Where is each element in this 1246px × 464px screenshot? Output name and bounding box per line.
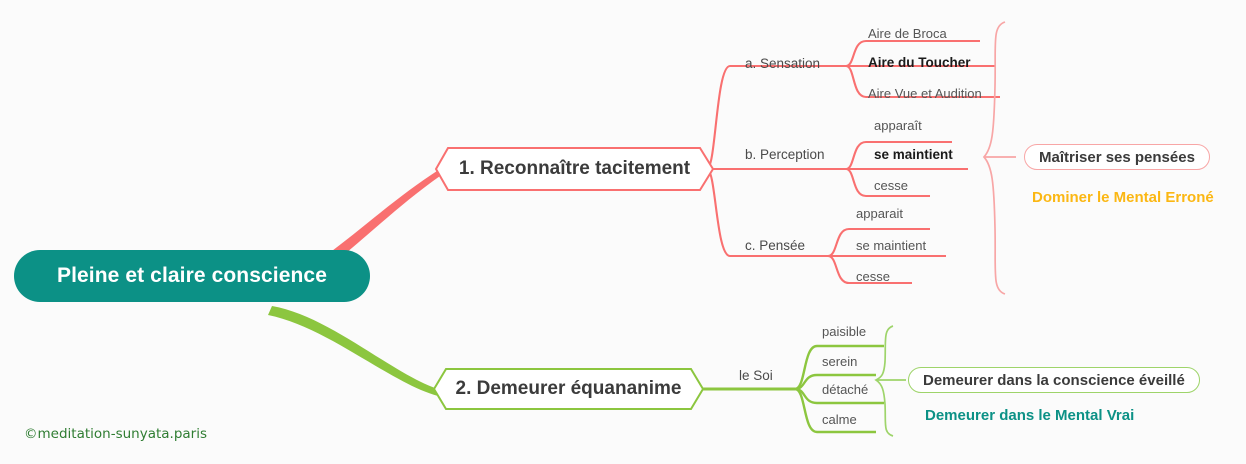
sub-node-sensation[interactable]: a. Sensation bbox=[745, 56, 821, 71]
leaf-perception-se-maintient[interactable]: se maintient bbox=[874, 147, 953, 162]
leaf-paisible[interactable]: paisible bbox=[822, 324, 867, 339]
brace-red-group bbox=[982, 21, 1006, 295]
leaf-pensee-apparait[interactable]: apparait bbox=[856, 206, 903, 221]
leaf-detache[interactable]: détaché bbox=[822, 382, 869, 397]
leaf-calme[interactable]: calme bbox=[822, 412, 857, 427]
leaf-pensee-cesse[interactable]: cesse bbox=[856, 269, 890, 284]
sub-node-perception[interactable]: b. Perception bbox=[745, 147, 825, 162]
leaf-serein[interactable]: serein bbox=[822, 354, 858, 369]
leaf-aire-vue-et-audition[interactable]: Aire Vue et Audition bbox=[868, 86, 982, 101]
leaf-perception-cesse[interactable]: cesse bbox=[874, 178, 908, 193]
outcome-goal-mental-vrai: Demeurer dans le Mental Vrai bbox=[925, 407, 1135, 424]
brace-green-group bbox=[874, 325, 894, 437]
sub-node-le-soi[interactable]: le Soi bbox=[739, 368, 773, 383]
leaf-perception-apparait[interactable]: apparaît bbox=[874, 118, 922, 133]
outcome-pill-maitriser[interactable]: Maîtriser ses pensées bbox=[1024, 144, 1210, 170]
leaf-pensee-se-maintient[interactable]: se maintient bbox=[856, 238, 927, 253]
sub-node-pensee[interactable]: c. Pensée bbox=[745, 238, 806, 253]
outcome-goal-dominer: Dominer le Mental Erroné bbox=[1032, 189, 1214, 206]
outcome-pill-demeurer-conscience[interactable]: Demeurer dans la conscience éveillé bbox=[908, 367, 1200, 393]
wire-root-to-branch-2 bbox=[268, 306, 438, 396]
copyright-footer: ©meditation-sunyata.paris bbox=[24, 426, 208, 442]
leaf-aire-du-toucher[interactable]: Aire du Toucher bbox=[868, 55, 971, 70]
root-node[interactable]: Pleine et claire conscience bbox=[14, 250, 370, 302]
branch-node-1[interactable]: 1. Reconnaître tacitement bbox=[458, 158, 691, 179]
leaf-aire-de-broca[interactable]: Aire de Broca bbox=[868, 26, 947, 41]
branch-node-2[interactable]: 2. Demeurer équananime bbox=[455, 378, 682, 399]
